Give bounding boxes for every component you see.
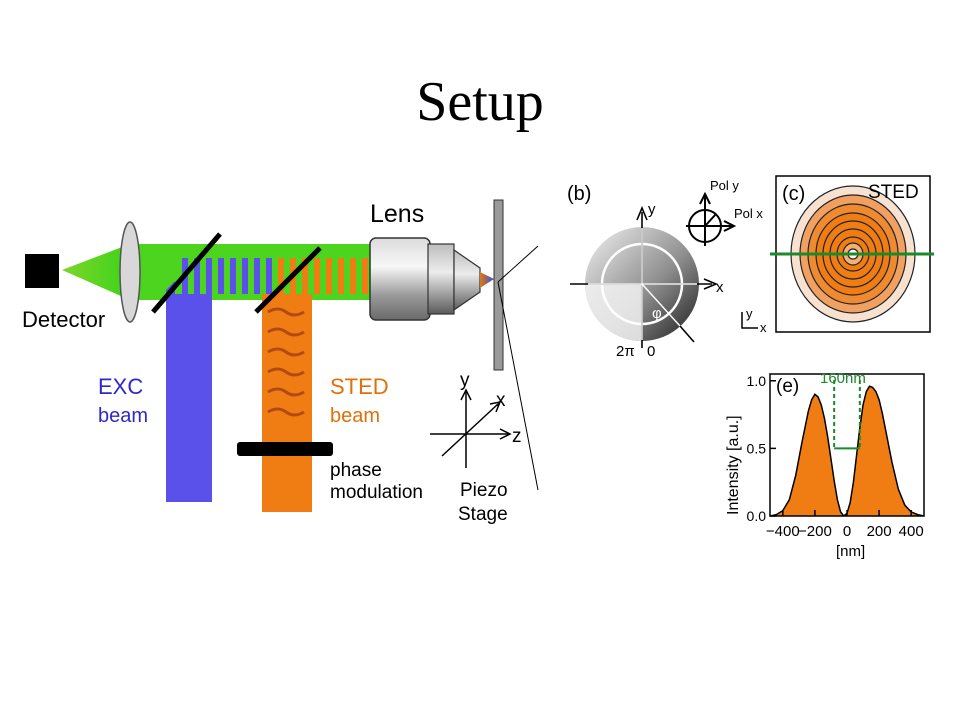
fwhm-label: 160nm — [820, 370, 866, 387]
panel-b-label: (b) — [567, 183, 591, 205]
x-tick-label: −400 — [766, 523, 800, 540]
x-tick-marks — [782, 510, 912, 516]
objective-lens-icon — [369, 237, 494, 321]
stage-label: Stage — [458, 504, 508, 525]
collector-lens — [119, 221, 141, 323]
x-tick-label: −200 — [798, 523, 832, 540]
intensity-profile — [770, 385, 924, 516]
phase-label: phase — [330, 460, 382, 481]
sted-beam — [262, 290, 312, 512]
phase-plate — [237, 442, 333, 456]
piezo-label: Piezo — [460, 480, 508, 501]
panel-b-zero: 0 — [647, 343, 655, 360]
sted-beam-label: beam — [330, 405, 380, 427]
y-tick-label: 0.0 — [747, 508, 767, 524]
exc-label: EXC — [98, 374, 143, 399]
optical-setup: Detector — [22, 199, 539, 525]
panel-c-axis-y: y — [746, 306, 753, 321]
y-tick-marks — [770, 380, 776, 517]
y-tick-label: 0.5 — [747, 440, 767, 456]
y-tick-label: 1.0 — [747, 373, 767, 389]
fwhm-marker — [833, 380, 861, 449]
combined-beam-stripes — [175, 258, 375, 294]
exc-beam-label: beam — [98, 405, 148, 427]
dichroic-mirror-1 — [151, 232, 222, 314]
panel-e-label: (e) — [776, 376, 799, 397]
polarization-icon — [686, 191, 737, 246]
panel-c: (c) STED y x — [741, 175, 934, 335]
panel-e-ylabel: Intensity [a.u.] — [725, 415, 742, 515]
exc-beam — [166, 290, 212, 502]
x-tick-label: 200 — [867, 523, 892, 540]
stage-axes-icon — [430, 388, 512, 468]
panel-b-phase-symbol: φ — [652, 305, 662, 322]
panel-c-name: STED — [868, 182, 919, 203]
x-tick-labels: −400−200 0 200 400 — [766, 523, 924, 540]
x-tick-label: 400 — [899, 523, 924, 540]
phase-wavefronts — [267, 307, 305, 417]
panel-c-axis-x: x — [760, 320, 767, 335]
panel-b-axis-y: y — [648, 201, 656, 218]
slide-title: Setup — [416, 71, 544, 133]
y-tick-labels: 1.0 0.5 0.0 — [747, 373, 767, 524]
lens-label: Lens — [370, 200, 424, 228]
modulation-label: modulation — [330, 482, 423, 503]
detector-icon — [25, 254, 59, 288]
panel-e-xlabel: [nm] — [836, 543, 865, 560]
stage-axis-y: y — [460, 370, 470, 391]
pol-x-label: Pol x — [734, 206, 763, 221]
panel-c-label: (c) — [782, 183, 805, 205]
panel-b: (b) y x φ 2π 0 — [567, 178, 763, 360]
zoom-line-top — [497, 245, 539, 283]
detector-label: Detector — [22, 307, 105, 332]
pol-y-label: Pol y — [710, 178, 739, 193]
emission-cone — [62, 244, 130, 300]
panel-b-axis-x: x — [716, 279, 724, 296]
zoom-line-bottom — [497, 281, 539, 491]
x-tick-label: 0 — [843, 523, 851, 540]
sted-label: STED — [330, 374, 389, 399]
stage-axis-x: x — [496, 390, 506, 411]
dichroic-mirror-2 — [254, 246, 322, 314]
panel-e: −400−200 0 200 400 1.0 0.5 0.0 160nm (e) Inte… — [725, 370, 925, 560]
stage-axis-z: z — [512, 426, 522, 447]
panel-b-2pi: 2π — [616, 343, 635, 360]
